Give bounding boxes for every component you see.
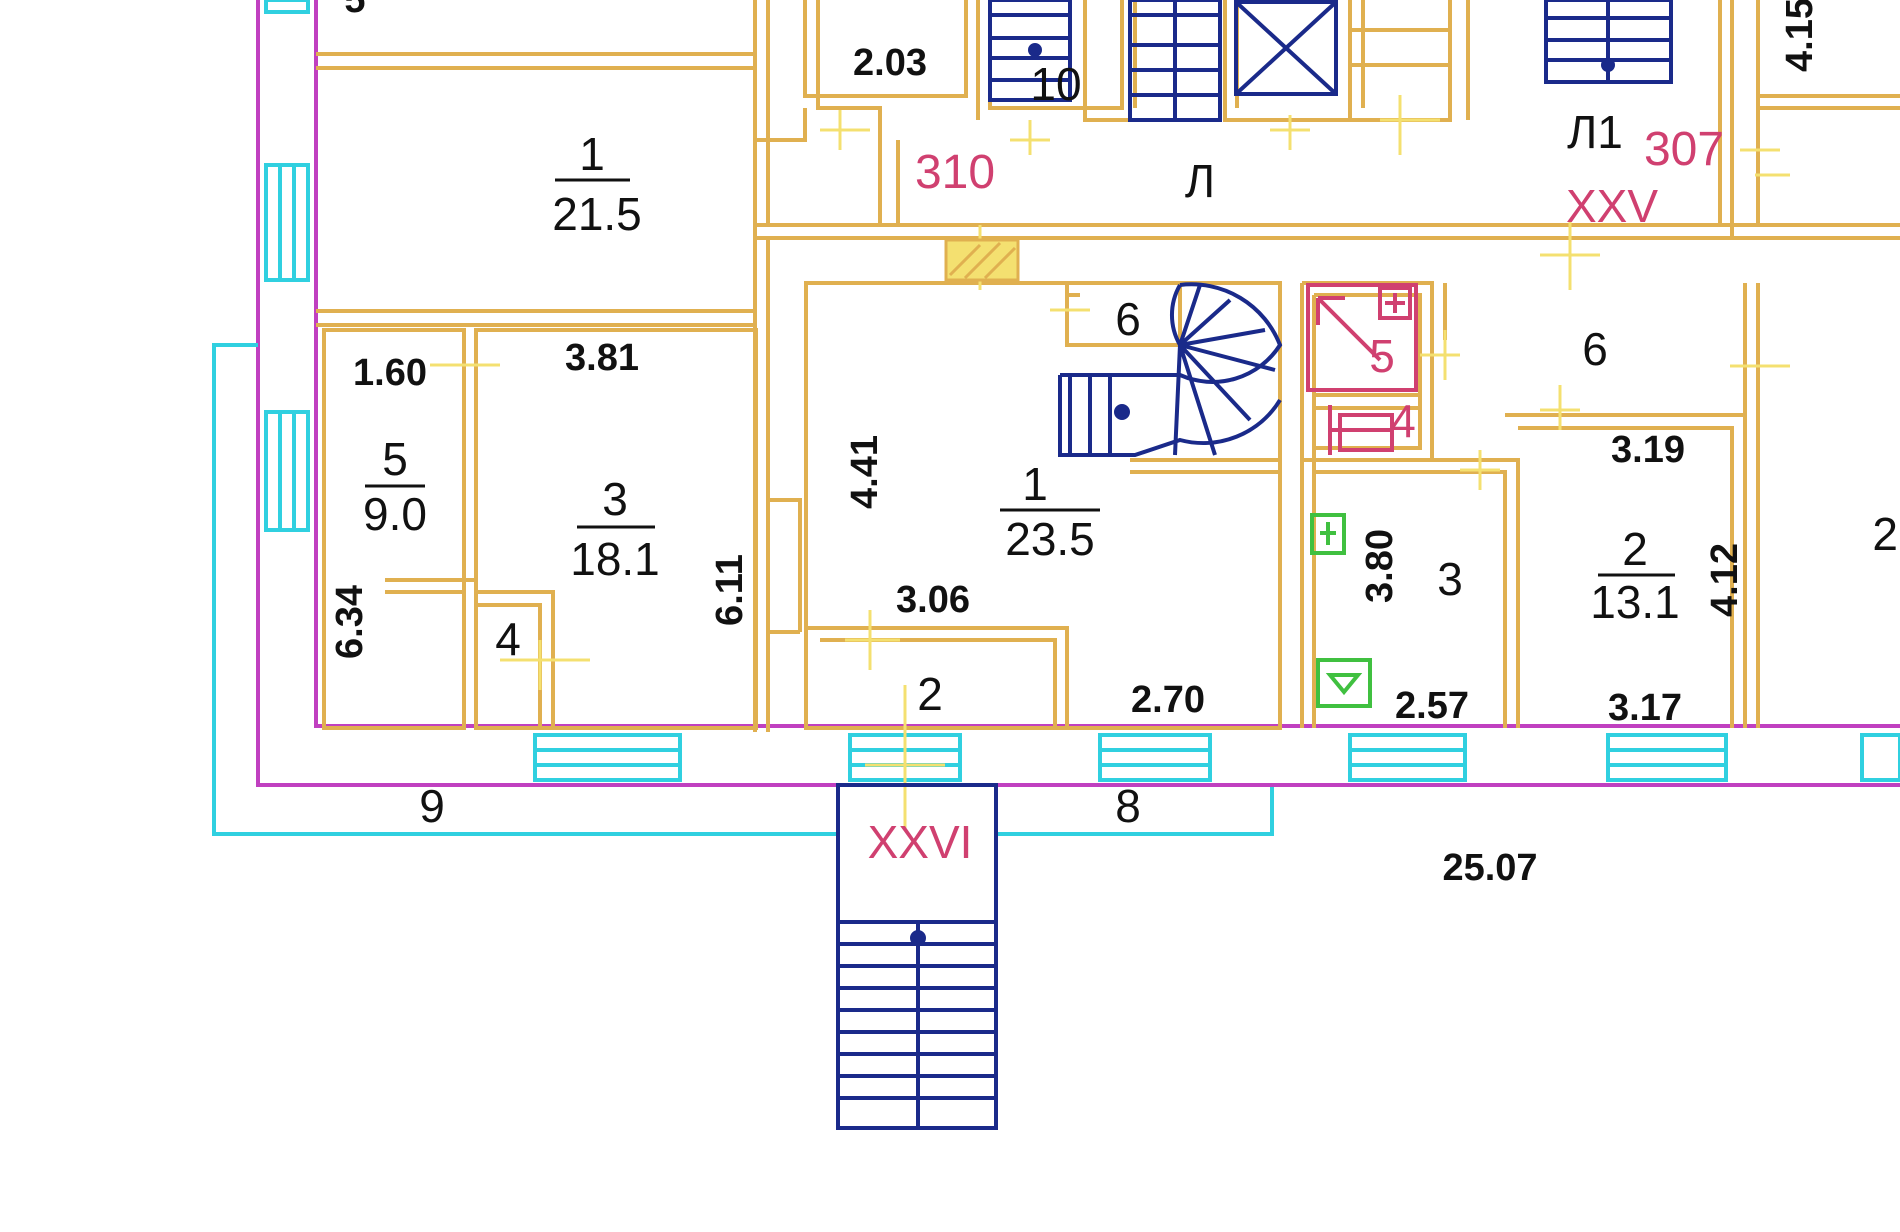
room-number: 6 xyxy=(1582,323,1608,375)
staircase-icon xyxy=(1128,0,1222,122)
dimension-label: 6.34 xyxy=(329,585,371,659)
room-number: 2 xyxy=(1872,508,1898,560)
room-number: 3 xyxy=(602,473,628,525)
room-area: 9.0 xyxy=(363,488,427,540)
outer-walls xyxy=(256,0,1900,787)
staircase-icon xyxy=(1544,0,1673,84)
spiral-stair-icon xyxy=(1058,282,1283,457)
room-number: 10 xyxy=(1030,58,1081,110)
dimension-label: 2.03 xyxy=(853,42,927,84)
room-marker: 307 xyxy=(1644,123,1724,176)
hatched-opening xyxy=(944,238,1020,282)
dimension-label: 3.19 xyxy=(1611,429,1685,471)
staircase-icon xyxy=(836,783,998,1130)
room-marker: 310 xyxy=(915,146,995,199)
room-area: 21.5 xyxy=(552,188,642,240)
dimension-label: 3.80 xyxy=(1359,529,1401,603)
staircase-icon xyxy=(988,0,1072,102)
dimension-label: 4.12 xyxy=(1704,543,1746,617)
room-area: 23.5 xyxy=(1005,513,1095,565)
dimension-label: 25.07 xyxy=(1442,847,1537,889)
dimension-label: 3.06 xyxy=(896,579,970,621)
sink-icon xyxy=(1328,405,1394,455)
dimension-label: 3.17 xyxy=(1608,687,1682,729)
dimension-label: 3.81 xyxy=(565,337,639,379)
room-number: 1 xyxy=(1022,458,1048,510)
room-marker: XXV xyxy=(1566,180,1658,232)
room-number: 6 xyxy=(1115,293,1141,345)
toilet-icon xyxy=(1306,283,1418,392)
room-number: 2 xyxy=(1622,523,1648,575)
dimension-label: 4.41 xyxy=(844,435,886,509)
electrical-panel-icon xyxy=(1310,513,1372,708)
dimension-label: 2.70 xyxy=(1131,679,1205,721)
room-number: Л1 xyxy=(1567,106,1623,158)
room-area: 18.1 xyxy=(570,533,660,585)
dimension-label: 1.60 xyxy=(353,352,427,394)
dimension-label: 4.15 xyxy=(1779,0,1821,72)
room-number: 4 xyxy=(1390,395,1416,447)
perimeter-strip xyxy=(212,343,1274,836)
room-number: 5 xyxy=(1369,330,1395,382)
dimension-label: 6.11 xyxy=(709,554,751,626)
room-number: 5 xyxy=(382,433,408,485)
dimension-label: 5 xyxy=(344,0,365,21)
room-marker: XXVI xyxy=(868,816,973,868)
room-number: 3 xyxy=(1437,553,1463,605)
room-number: 8 xyxy=(1115,780,1141,832)
room-number: 4 xyxy=(495,613,521,665)
tick-marks xyxy=(430,95,1790,830)
elevator-icon xyxy=(1234,0,1338,96)
dimension-label: 2.57 xyxy=(1395,685,1469,727)
room-number: Л xyxy=(1185,155,1215,207)
room-area: 13.1 xyxy=(1590,576,1680,628)
room-number: 9 xyxy=(419,780,445,832)
room-number: 1 xyxy=(579,128,605,180)
room-number: 2 xyxy=(917,668,943,720)
